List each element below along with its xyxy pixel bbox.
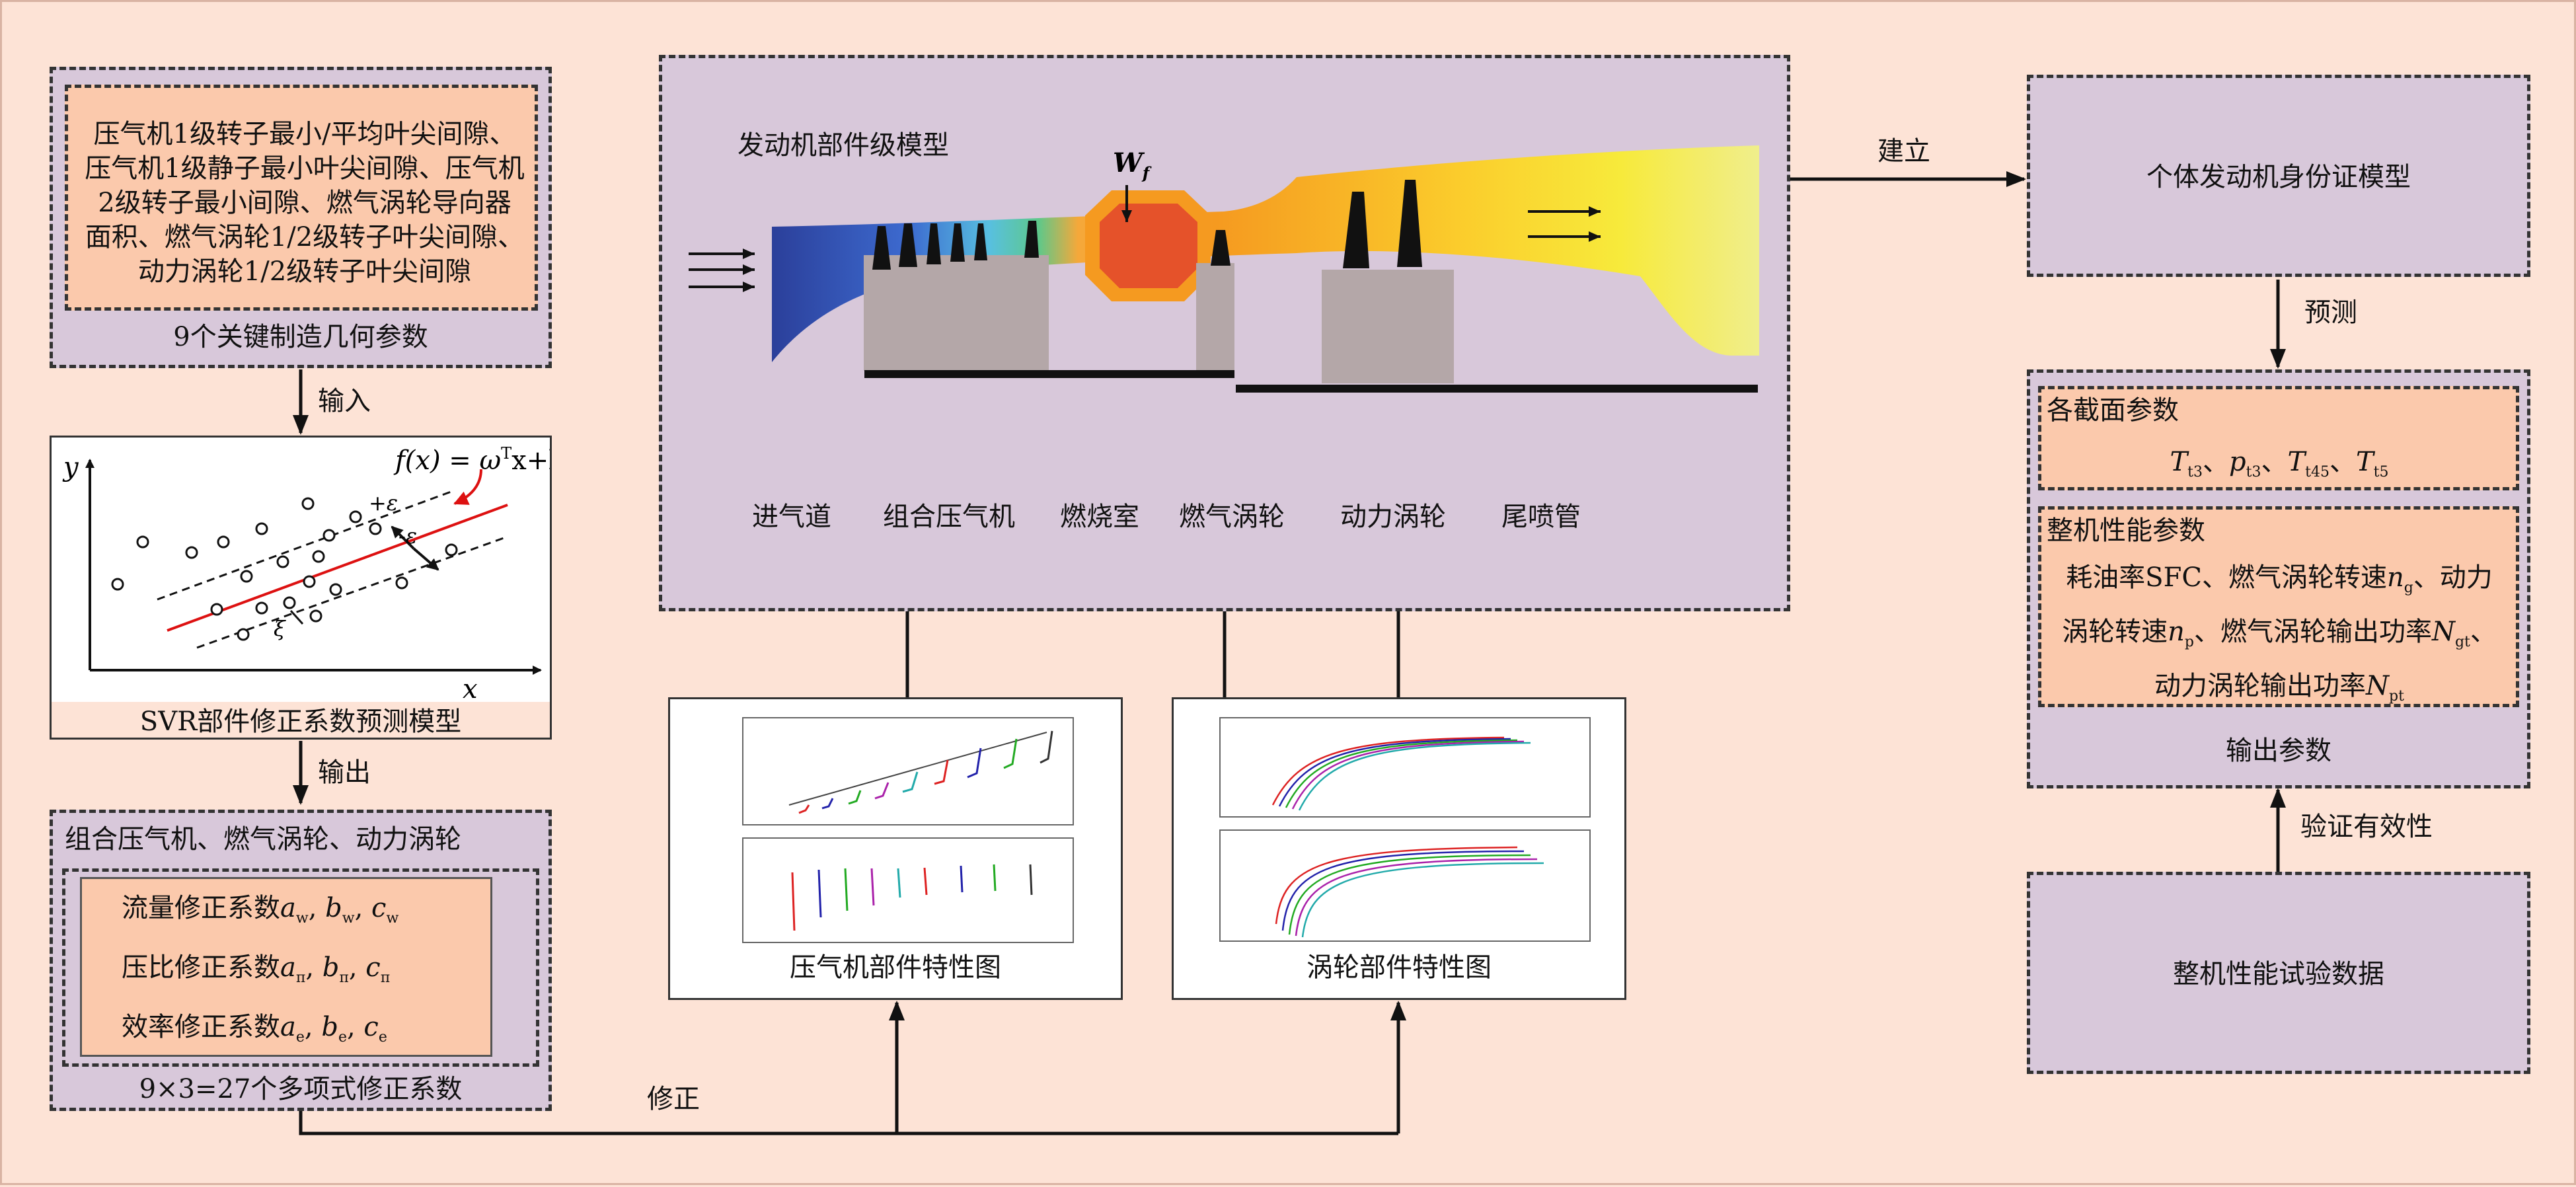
coef-container: 组合压气机、燃气涡轮、动力涡轮 流量修正系数aw, bw, cw 压比修正系数a… — [50, 810, 552, 1111]
section-params-title: 各截面参数 — [2047, 395, 2179, 426]
turbine-map-box: 涡轮部件特性图 — [1172, 697, 1626, 1000]
svr-y-label: y — [62, 452, 79, 482]
geom-params-caption: 9个关键制造几何参数 — [173, 322, 428, 352]
svr-regression-line — [167, 504, 508, 632]
perf-params-title: 整机性能参数 — [2047, 516, 2205, 546]
coef-list: 流量修正系数aw, bw, cw 压比修正系数aπ, bπ, cπ 效率修正系数… — [80, 877, 492, 1057]
svr-caption: SVR部件修正系数预测模型 — [139, 707, 462, 737]
output-params-container: 各截面参数 Tt3、pt3、Tt45、Tt5 整机性能参数 耗油率SFC、燃气涡… — [2027, 369, 2530, 788]
predict-label: 预测 — [2304, 297, 2357, 328]
coef-title: 组合压气机、燃气涡轮、动力涡轮 — [65, 824, 461, 855]
section-params-box: 各截面参数 Tt3、pt3、Tt45、Tt5 — [2038, 386, 2519, 490]
svr-model-box: y x f(x) = ωTx+b +ε -ε ξ SVR部件修正系数预测模型 — [50, 436, 552, 740]
compressor-map-box: 压气机部件特性图 — [668, 697, 1123, 1000]
id-model-box: 个体发动机身份证模型 — [2027, 75, 2530, 277]
turbine-map-caption: 涡轮部件特性图 — [1307, 952, 1492, 983]
test-data-box: 整机性能试验数据 — [2027, 872, 2530, 1074]
svr-formula: f(x) = ωTx+b — [393, 444, 550, 476]
svr-data-points — [111, 497, 458, 641]
geom-params-container: 压气机1级转子最小/平均叶尖间隙、 压气机1级静子最小叶尖间隙、压气机 2级转子… — [50, 67, 552, 368]
compressor-blades — [872, 221, 1039, 270]
power-shaft — [1236, 385, 1758, 393]
combustor-inner — [1100, 204, 1197, 288]
fuel-label: Wf — [1113, 147, 1152, 182]
correction-label: 修正 — [647, 1084, 700, 1114]
build-label: 建立 — [1877, 136, 1930, 167]
turbine-map-figure — [1219, 717, 1591, 942]
svr-eps-arrow-down — [412, 547, 439, 571]
powerturbine-hub — [1322, 270, 1454, 383]
flow-path — [772, 145, 1759, 362]
gasturbine-hub — [1196, 263, 1234, 371]
gasgen-shaft — [864, 370, 1234, 378]
section-params-list: Tt3、pt3、Tt45、Tt5 — [2170, 447, 2389, 480]
component-combustor: 燃烧室 — [1060, 502, 1139, 532]
svr-xi-mark — [289, 609, 304, 625]
coef-row-efficiency: 效率修正系数ae, be, ce — [122, 1012, 387, 1046]
svr-eps-minus: -ε — [398, 523, 417, 549]
geom-params-line: 压气机1级转子最小/平均叶尖间隙、 — [93, 119, 516, 149]
output-label: 输出 — [318, 757, 371, 788]
coef-row-pressure: 压比修正系数aπ, bπ, cπ — [122, 952, 391, 986]
perf-params-box: 整机性能参数 耗油率SFC、燃气涡轮转速ng、动力 涡轮转速np、燃气涡轮输出功… — [2038, 506, 2519, 707]
svr-lower-margin — [196, 535, 508, 649]
svr-eps-plus: +ε — [369, 490, 398, 516]
svr-red-pointer — [453, 469, 482, 505]
svr-xi: ξ — [274, 616, 286, 641]
input-label: 输入 — [318, 386, 371, 416]
test-data-label: 整机性能试验数据 — [2173, 959, 2384, 989]
correction-line — [299, 1111, 1398, 1135]
component-inlet: 进气道 — [752, 502, 831, 532]
engine-title: 发动机部件级模型 — [738, 130, 949, 161]
compressor-map-figure — [742, 717, 1074, 943]
geom-params-line: 压气机1级静子最小叶尖间隙、压气机 — [85, 153, 525, 184]
turbine-blades — [1211, 180, 1422, 268]
component-nozzle: 尾喷管 — [1501, 502, 1581, 532]
component-powerturbine: 动力涡轮 — [1340, 502, 1446, 532]
engine-schematic: Wf — [689, 145, 1759, 393]
compressor-hub — [864, 255, 1049, 371]
coef-caption: 9×3=27个多项式修正系数 — [139, 1074, 463, 1104]
component-gasturbine: 燃气涡轮 — [1179, 502, 1285, 532]
component-compressor: 组合压气机 — [883, 502, 1015, 532]
svr-x-label: x — [463, 674, 478, 702]
coef-row-flow: 流量修正系数aw, bw, cw — [122, 893, 399, 927]
geom-params-line: 动力涡轮1/2级转子叶尖间隙 — [137, 256, 472, 287]
id-model-label: 个体发动机身份证模型 — [2146, 162, 2411, 192]
validate-label: 验证有效性 — [2300, 812, 2433, 842]
output-params-caption: 输出参数 — [2226, 736, 2331, 766]
perf-params-text: 耗油率SFC、燃气涡轮转速ng、动力 涡轮转速np、燃气涡轮输出功率Ngt、 动… — [2062, 562, 2497, 705]
svr-plot: y x f(x) = ωTx+b +ε -ε ξ — [52, 438, 550, 702]
geom-params-box: 压气机1级转子最小/平均叶尖间隙、 压气机1级静子最小叶尖间隙、压气机 2级转子… — [65, 85, 538, 311]
geom-params-line: 面积、燃气涡轮1/2级转子叶尖间隙、 — [85, 222, 525, 252]
compressor-map-caption: 压气机部件特性图 — [790, 952, 1001, 983]
coef-inner-dash: 流量修正系数aw, bw, cw 压比修正系数aπ, bπ, cπ 效率修正系数… — [62, 868, 539, 1067]
geom-params-line: 2级转子最小间隙、燃气涡轮导向器 — [98, 188, 511, 218]
svr-eps-arrow-up — [391, 525, 415, 550]
engine-model-container: 发动机部件级模型 — [659, 55, 1790, 611]
